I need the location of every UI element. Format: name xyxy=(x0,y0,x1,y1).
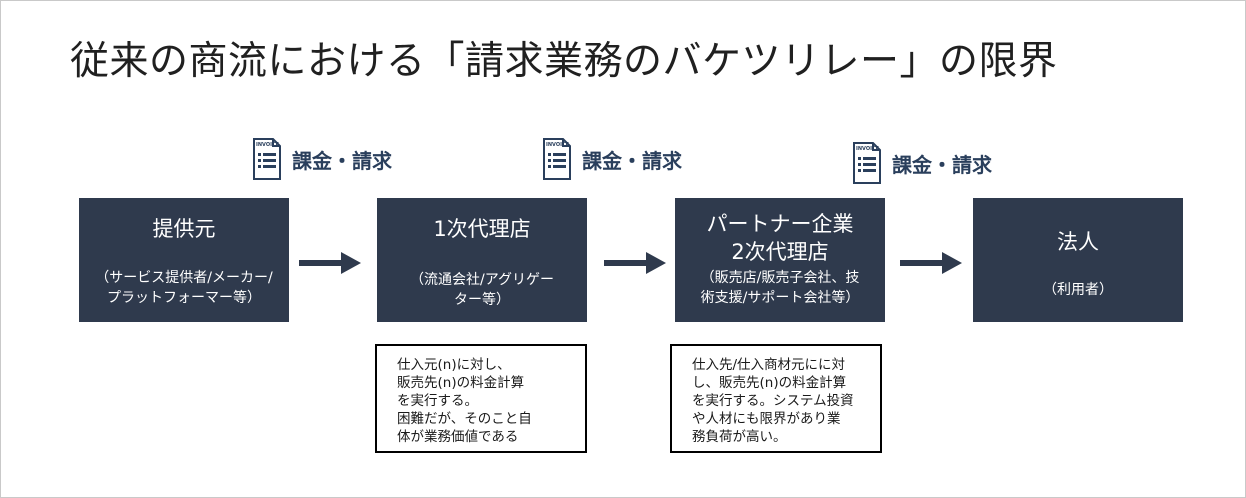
right-arrow-icon xyxy=(900,252,962,274)
invoice-text: 課金・請求 xyxy=(892,152,992,177)
invoice-text: 課金・請求 xyxy=(582,148,682,173)
right-arrow-icon xyxy=(299,252,361,274)
invoice-icon: INVOICE xyxy=(543,138,571,180)
svg-text:INVOICE: INVOICE xyxy=(546,142,570,148)
box-subtitle: （利用者） xyxy=(1043,282,1113,298)
box-subtitle: （販売店/販売子会社、技 術支援/サポート会社等） xyxy=(700,270,860,306)
svg-text:INVOICE: INVOICE xyxy=(256,142,280,148)
invoice-icon: INVOICE xyxy=(853,142,881,184)
invoice-icon: INVOICE xyxy=(253,138,281,180)
box-partner: パートナー企業 2次代理店 （販売店/販売子会社、技 術支援/サポート会社等） xyxy=(675,198,885,322)
box-provider: 提供元 （サービス提供者/メーカー/ プラットフォーマー等） xyxy=(79,198,289,322)
box-primary-agency: 1次代理店 （流通会社/アグリゲー ター等） xyxy=(377,198,587,322)
box-title: 提供元 xyxy=(152,217,216,241)
note-primary-agency: 仕入元(n)に対し、 販売先(n)の料金計算 を実行する。 困難だが、そのこと自… xyxy=(375,344,587,453)
invoice-text: 課金・請求 xyxy=(292,148,392,173)
right-arrow-icon xyxy=(604,252,666,274)
box-title: 法人 xyxy=(1057,230,1099,254)
invoice-label-1: INVOICE 課金・請求 xyxy=(252,137,392,181)
box-corporate-user: 法人 （利用者） xyxy=(973,198,1183,322)
box-subtitle: （サービス提供者/メーカー/ プラットフォーマー等） xyxy=(95,270,273,306)
box-title: パートナー企業 2次代理店 xyxy=(706,212,854,264)
invoice-label-3: INVOICE 課金・請求 xyxy=(852,141,992,185)
note-partner: 仕入先/仕入商材元にに対 し、販売先(n)の料金計算 を実行する。システム投資 … xyxy=(670,344,882,453)
box-subtitle: （流通会社/アグリゲー ター等） xyxy=(409,272,555,308)
box-title: 1次代理店 xyxy=(433,217,531,241)
slide-title: 従来の商流における「請求業務のバケツリレー」の限界 xyxy=(70,39,1058,84)
invoice-label-2: INVOICE 課金・請求 xyxy=(542,137,682,181)
svg-text:INVOICE: INVOICE xyxy=(856,146,880,152)
